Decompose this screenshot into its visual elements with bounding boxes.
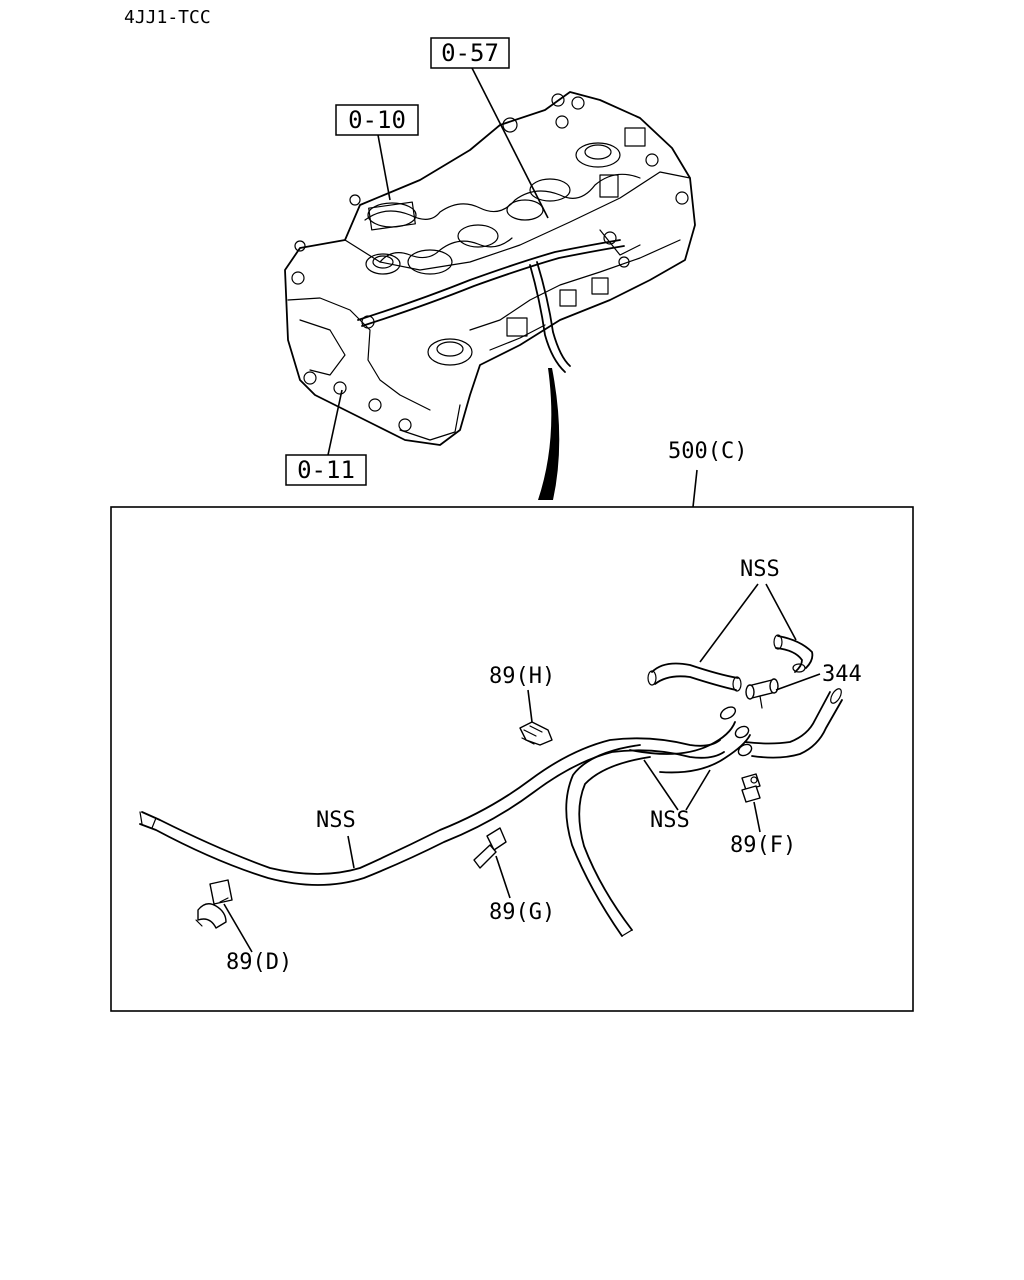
clip-89d [195, 879, 233, 929]
ref-0-57-label: 0-57 [441, 39, 499, 67]
nss-hose-right [773, 634, 814, 673]
ref-0-10-label: 0-10 [348, 106, 406, 134]
long-pipe [139, 737, 725, 886]
cylinder-head-illustration [284, 91, 696, 446]
clip-89h-label: 89(H) [489, 664, 555, 689]
clip-89f-label: 89(F) [730, 833, 796, 858]
nss-hose-left [647, 662, 742, 692]
clip-89d-label: 89(D) [226, 950, 292, 975]
nss-top-label: NSS [740, 557, 780, 582]
assembly-callout-500c: 500(C) [668, 439, 747, 464]
ref-0-11: 0-11 [285, 389, 367, 486]
clip-89g [473, 827, 507, 869]
drop-pipe [565, 744, 651, 937]
clip-89f [741, 773, 761, 803]
ref-0-11-label: 0-11 [297, 456, 355, 484]
detail-frame [110, 506, 914, 1012]
junction-pipes [629, 688, 843, 774]
clip-89g-label: 89(G) [489, 900, 555, 925]
nss-right-label: NSS [650, 808, 690, 833]
ref-0-57: 0-57 [430, 37, 549, 219]
clip-89h [519, 721, 553, 746]
ref-0-10: 0-10 [335, 104, 419, 201]
nss-left-label: NSS [316, 808, 356, 833]
fitting-344 [745, 678, 779, 709]
detail-pointer [538, 368, 560, 500]
engine-code-label: 4JJ1-TCC [124, 7, 211, 28]
part-344-label: 344 [822, 662, 862, 687]
